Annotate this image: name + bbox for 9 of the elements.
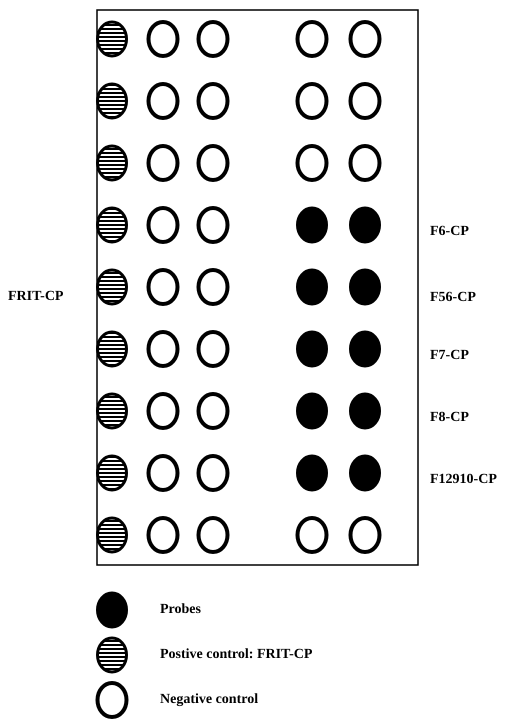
probe-label: F56-CP [430, 290, 476, 306]
probe-label: F7-CP [430, 348, 469, 364]
probe-label: F6-CP [430, 224, 469, 240]
legend-label: Postive control: FRIT-CP [160, 647, 312, 663]
probe-label: F8-CP [430, 410, 469, 426]
probe-label: FRIT-CP [8, 289, 64, 305]
legend-label: Probes [160, 602, 201, 618]
probe-label: F12910-CP [430, 472, 497, 488]
legend-label: Negative control [160, 692, 258, 708]
